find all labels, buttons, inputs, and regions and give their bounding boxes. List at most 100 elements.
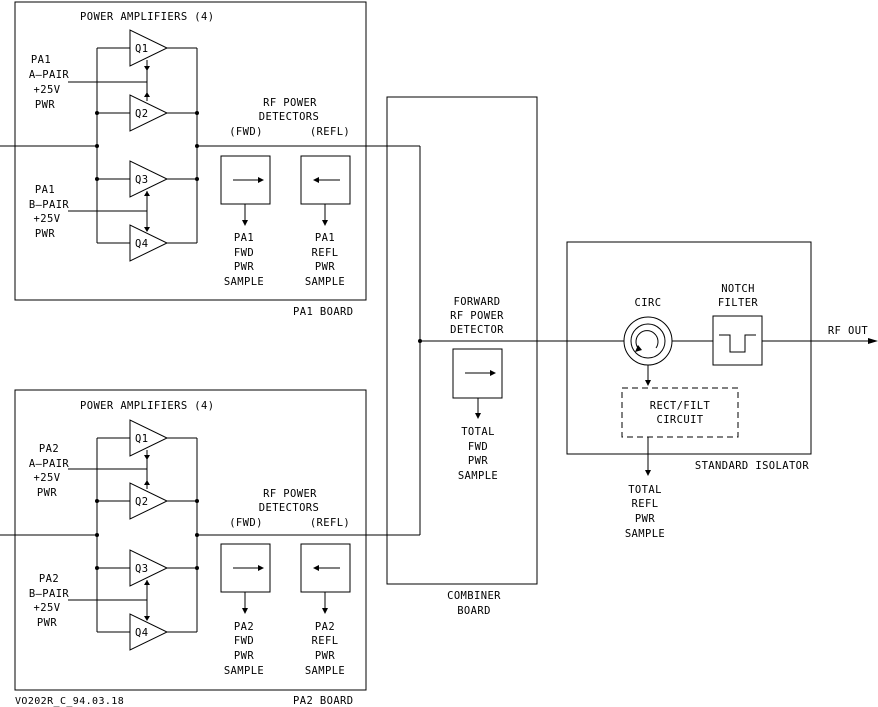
pa1-q4-label: Q4 xyxy=(135,238,148,250)
svg-text:B–PAIR: B–PAIR xyxy=(29,199,70,211)
svg-text:PA2: PA2 xyxy=(234,621,254,633)
pa1-fwd-label: (FWD) xyxy=(229,126,263,138)
svg-text:DETECTOR: DETECTOR xyxy=(450,324,504,336)
pa2-amp-title: POWER AMPLIFIERS (4) xyxy=(80,400,214,412)
svg-text:SAMPLE: SAMPLE xyxy=(224,276,264,288)
pa1-b-pair-label: PA1 B–PAIR +25V PWR xyxy=(29,184,70,240)
pa2-fwd-sample-label: PA2 FWD PWR SAMPLE xyxy=(224,621,264,677)
pa1-board: POWER AMPLIFIERS (4) Q1 Q2 Q3 Q4 xyxy=(0,1,420,318)
pa2-q4-label: Q4 xyxy=(135,627,148,639)
svg-text:PA1: PA1 xyxy=(35,184,55,196)
notch-filter-label: NOTCH FILTER xyxy=(718,283,759,309)
svg-text:PA1: PA1 xyxy=(315,232,335,244)
svg-text:COMBINER: COMBINER xyxy=(447,590,501,602)
pa2-q3-amplifier: Q3 xyxy=(129,549,169,587)
pa2-q2-amplifier: Q2 xyxy=(129,482,169,520)
svg-text:NOTCH: NOTCH xyxy=(721,283,755,295)
svg-text:FORWARD: FORWARD xyxy=(453,296,500,308)
svg-text:BOARD: BOARD xyxy=(457,605,491,617)
pa2-board-outline xyxy=(14,389,367,691)
isolator-outline xyxy=(566,241,812,455)
svg-text:RECT/FILT: RECT/FILT xyxy=(650,400,711,412)
svg-text:SAMPLE: SAMPLE xyxy=(224,665,264,677)
pa2-a-pair-label: PA2 A–PAIR +25V PWR xyxy=(29,443,69,499)
svg-text:REFL: REFL xyxy=(312,247,339,259)
svg-text:DETECTORS: DETECTORS xyxy=(259,111,320,123)
svg-text:PWR: PWR xyxy=(234,650,254,662)
svg-text:PWR: PWR xyxy=(234,261,254,273)
svg-text:PWR: PWR xyxy=(37,487,57,499)
pa2-q2-label: Q2 xyxy=(135,496,148,508)
combiner-board: FORWARD RF POWER DETECTOR TOTAL FWD PWR … xyxy=(386,96,624,617)
combiner-total-fwd-label: TOTAL FWD PWR SAMPLE xyxy=(458,426,498,482)
svg-text:REFL: REFL xyxy=(632,498,659,510)
svg-text:PWR: PWR xyxy=(315,261,335,273)
pa2-q4-amplifier: Q4 xyxy=(129,613,169,651)
svg-text:PWR: PWR xyxy=(468,455,488,467)
svg-text:TOTAL: TOTAL xyxy=(628,484,662,496)
svg-text:PWR: PWR xyxy=(37,617,57,629)
svg-text:PWR: PWR xyxy=(35,99,55,111)
svg-text:+25V: +25V xyxy=(34,472,61,484)
pa2-refl-label: (REFL) xyxy=(310,517,350,529)
pa2-detectors-title: RF POWER DETECTORS xyxy=(259,488,320,514)
svg-text:PWR: PWR xyxy=(635,513,655,525)
svg-text:B–PAIR: B–PAIR xyxy=(29,588,70,600)
pa1-fwd-detector xyxy=(220,155,271,226)
svg-text:+25V: +25V xyxy=(34,213,61,225)
svg-text:FWD: FWD xyxy=(234,635,254,647)
pa2-refl-detector xyxy=(300,543,351,614)
pa1-refl-sample-label: PA1 REFL PWR SAMPLE xyxy=(305,232,345,288)
pa1-board-label: PA1 BOARD xyxy=(293,306,354,318)
circulator xyxy=(623,316,673,366)
pa1-fwd-sample-label: PA1 FWD PWR SAMPLE xyxy=(224,232,264,288)
combiner-fwd-detector xyxy=(452,348,503,419)
circ-label: CIRC xyxy=(635,297,662,309)
standard-isolator: CIRC NOTCH FILTER RF OUT RECT/FILT CIRCU… xyxy=(566,241,878,540)
svg-text:PA1: PA1 xyxy=(234,232,254,244)
pa1-detectors-title: RF POWER DETECTORS xyxy=(259,97,320,123)
combiner-board-label: COMBINER BOARD xyxy=(447,590,501,617)
pa2-refl-sample-label: PA2 REFL PWR SAMPLE xyxy=(305,621,345,677)
pa1-refl-label: (REFL) xyxy=(310,126,350,138)
svg-text:FWD: FWD xyxy=(468,441,488,453)
svg-text:RF POWER: RF POWER xyxy=(263,97,317,109)
svg-text:+25V: +25V xyxy=(34,602,61,614)
svg-text:FWD: FWD xyxy=(234,247,254,259)
pa1-board-outline xyxy=(14,1,367,301)
notch-filter xyxy=(712,315,763,366)
svg-text:CIRCUIT: CIRCUIT xyxy=(656,414,703,426)
pa1-a-pair-label: PA1 A–PAIR +25V PWR xyxy=(29,54,70,111)
svg-text:TOTAL: TOTAL xyxy=(461,426,495,438)
svg-text:RF POWER: RF POWER xyxy=(450,310,504,322)
pa2-board-label: PA2 BOARD xyxy=(293,695,354,707)
combiner-detector-title: FORWARD RF POWER DETECTOR xyxy=(450,296,504,336)
pa1-refl-detector xyxy=(300,155,351,226)
svg-text:SAMPLE: SAMPLE xyxy=(305,665,345,677)
svg-text:PA2: PA2 xyxy=(315,621,335,633)
pa2-q1-amplifier: Q1 xyxy=(129,419,169,457)
svg-text:PA1: PA1 xyxy=(31,54,51,66)
pa2-q3-label: Q3 xyxy=(135,563,148,575)
svg-text:SAMPLE: SAMPLE xyxy=(625,528,665,540)
svg-text:PA2: PA2 xyxy=(39,443,59,455)
pa1-q2-label: Q2 xyxy=(135,108,148,120)
pa1-amp-title: POWER AMPLIFIERS (4) xyxy=(80,11,214,23)
pa1-q4-amplifier: Q4 xyxy=(129,224,169,262)
rf-out-label: RF OUT xyxy=(828,325,869,337)
rect-filt-circuit: RECT/FILT CIRCUIT xyxy=(621,387,739,438)
pa2-b-pair-label: PA2 B–PAIR +25V PWR xyxy=(29,573,70,629)
pa1-q1-amplifier: Q1 xyxy=(129,29,169,67)
pa2-fwd-detector xyxy=(220,543,271,614)
pa2-fwd-label: (FWD) xyxy=(229,517,263,529)
isolator-label: STANDARD ISOLATOR xyxy=(695,460,810,472)
svg-text:DETECTORS: DETECTORS xyxy=(259,502,320,514)
svg-text:+25V: +25V xyxy=(34,84,61,96)
pa2-q1-label: Q1 xyxy=(135,433,148,445)
pa2-board: POWER AMPLIFIERS (4) Q1 Q2 Q3 Q4 xyxy=(0,389,420,707)
pa1-q3-label: Q3 xyxy=(135,174,148,186)
svg-text:FILTER: FILTER xyxy=(718,297,759,309)
svg-text:SAMPLE: SAMPLE xyxy=(305,276,345,288)
svg-text:A–PAIR: A–PAIR xyxy=(29,69,70,81)
